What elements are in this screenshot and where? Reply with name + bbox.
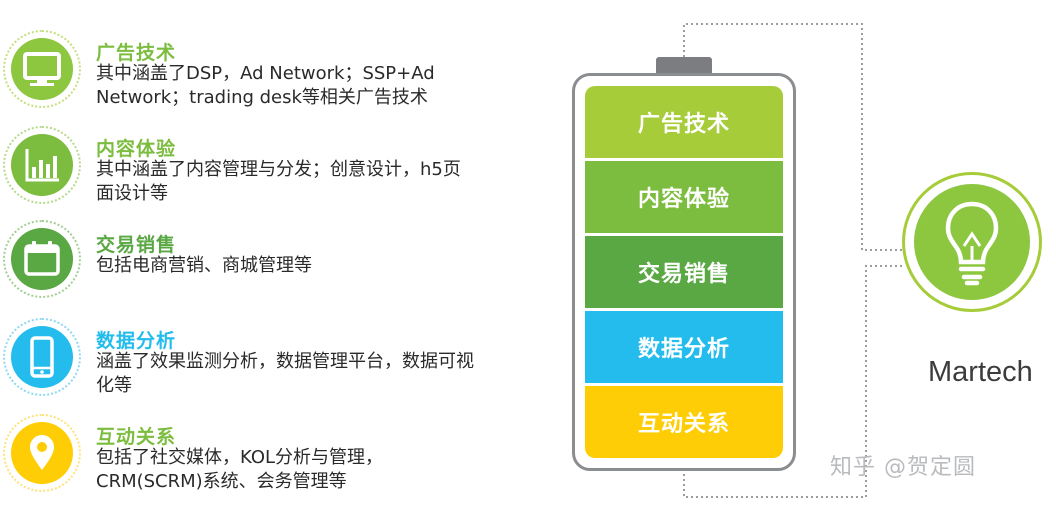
transaction-sales-badge [3, 220, 81, 298]
ad-tech-title: 广告技术 [96, 42, 177, 64]
battery-segment-ad-tech: 广告技术 [585, 86, 783, 158]
battery-segment-interaction: 互动关系 [585, 386, 783, 458]
location-pin-icon [30, 435, 54, 470]
martech-badge [902, 172, 1042, 312]
item-interaction: 互动关系 包括了社交媒体，KOL分析与管理， CRM(SCRM)系统、会务管理等 [0, 414, 540, 504]
lightbulb-icon [945, 201, 999, 286]
battery-segment-data-analysis: 数据分析 [585, 311, 783, 383]
calendar-icon [24, 241, 60, 276]
data-analysis-badge [3, 318, 81, 396]
transaction-sales-title: 交易销售 [96, 234, 177, 256]
interaction-desc: 包括了社交媒体，KOL分析与管理， CRM(SCRM)系统、会务管理等 [96, 447, 384, 492]
bar-chart-icon [25, 149, 59, 182]
battery-segment-content-experience: 内容体验 [585, 161, 783, 233]
item-transaction-sales: 交易销售 包括电商营销、商城管理等 [0, 220, 540, 310]
item-content-experience: 内容体验 其中涵盖了内容管理与分发；创意设计，h5页 面设计等 [0, 126, 540, 216]
content-experience-desc: 其中涵盖了内容管理与分发；创意设计，h5页 面设计等 [96, 159, 461, 204]
interaction-badge [3, 414, 81, 492]
transaction-sales-desc: 包括电商营销、商城管理等 [96, 255, 312, 276]
ad-tech-badge [3, 30, 81, 108]
martech-label: Martech [928, 356, 1033, 388]
content-experience-title: 内容体验 [96, 138, 177, 160]
monitor-icon [23, 52, 61, 86]
content-experience-badge [3, 126, 81, 204]
item-data-analysis: 数据分析 涵盖了效果监测分析，数据管理平台，数据可视 化等 [0, 318, 540, 408]
battery-cap [656, 57, 712, 77]
smartphone-icon [30, 336, 54, 378]
interaction-title: 互动关系 [96, 426, 177, 448]
ad-tech-desc: 其中涵盖了DSP，Ad Network；SSP+Ad Network；tradi… [96, 63, 435, 108]
battery-segment-transaction-sales: 交易销售 [585, 236, 783, 308]
item-ad-tech: 广告技术 其中涵盖了DSP，Ad Network；SSP+Ad Network；… [0, 30, 540, 120]
data-analysis-desc: 涵盖了效果监测分析，数据管理平台，数据可视 化等 [96, 351, 474, 396]
data-analysis-title: 数据分析 [96, 330, 177, 352]
battery: 广告技术 内容体验 交易销售 数据分析 互动关系 [572, 73, 796, 471]
watermark: 知乎 @贺定圆 [830, 455, 976, 480]
